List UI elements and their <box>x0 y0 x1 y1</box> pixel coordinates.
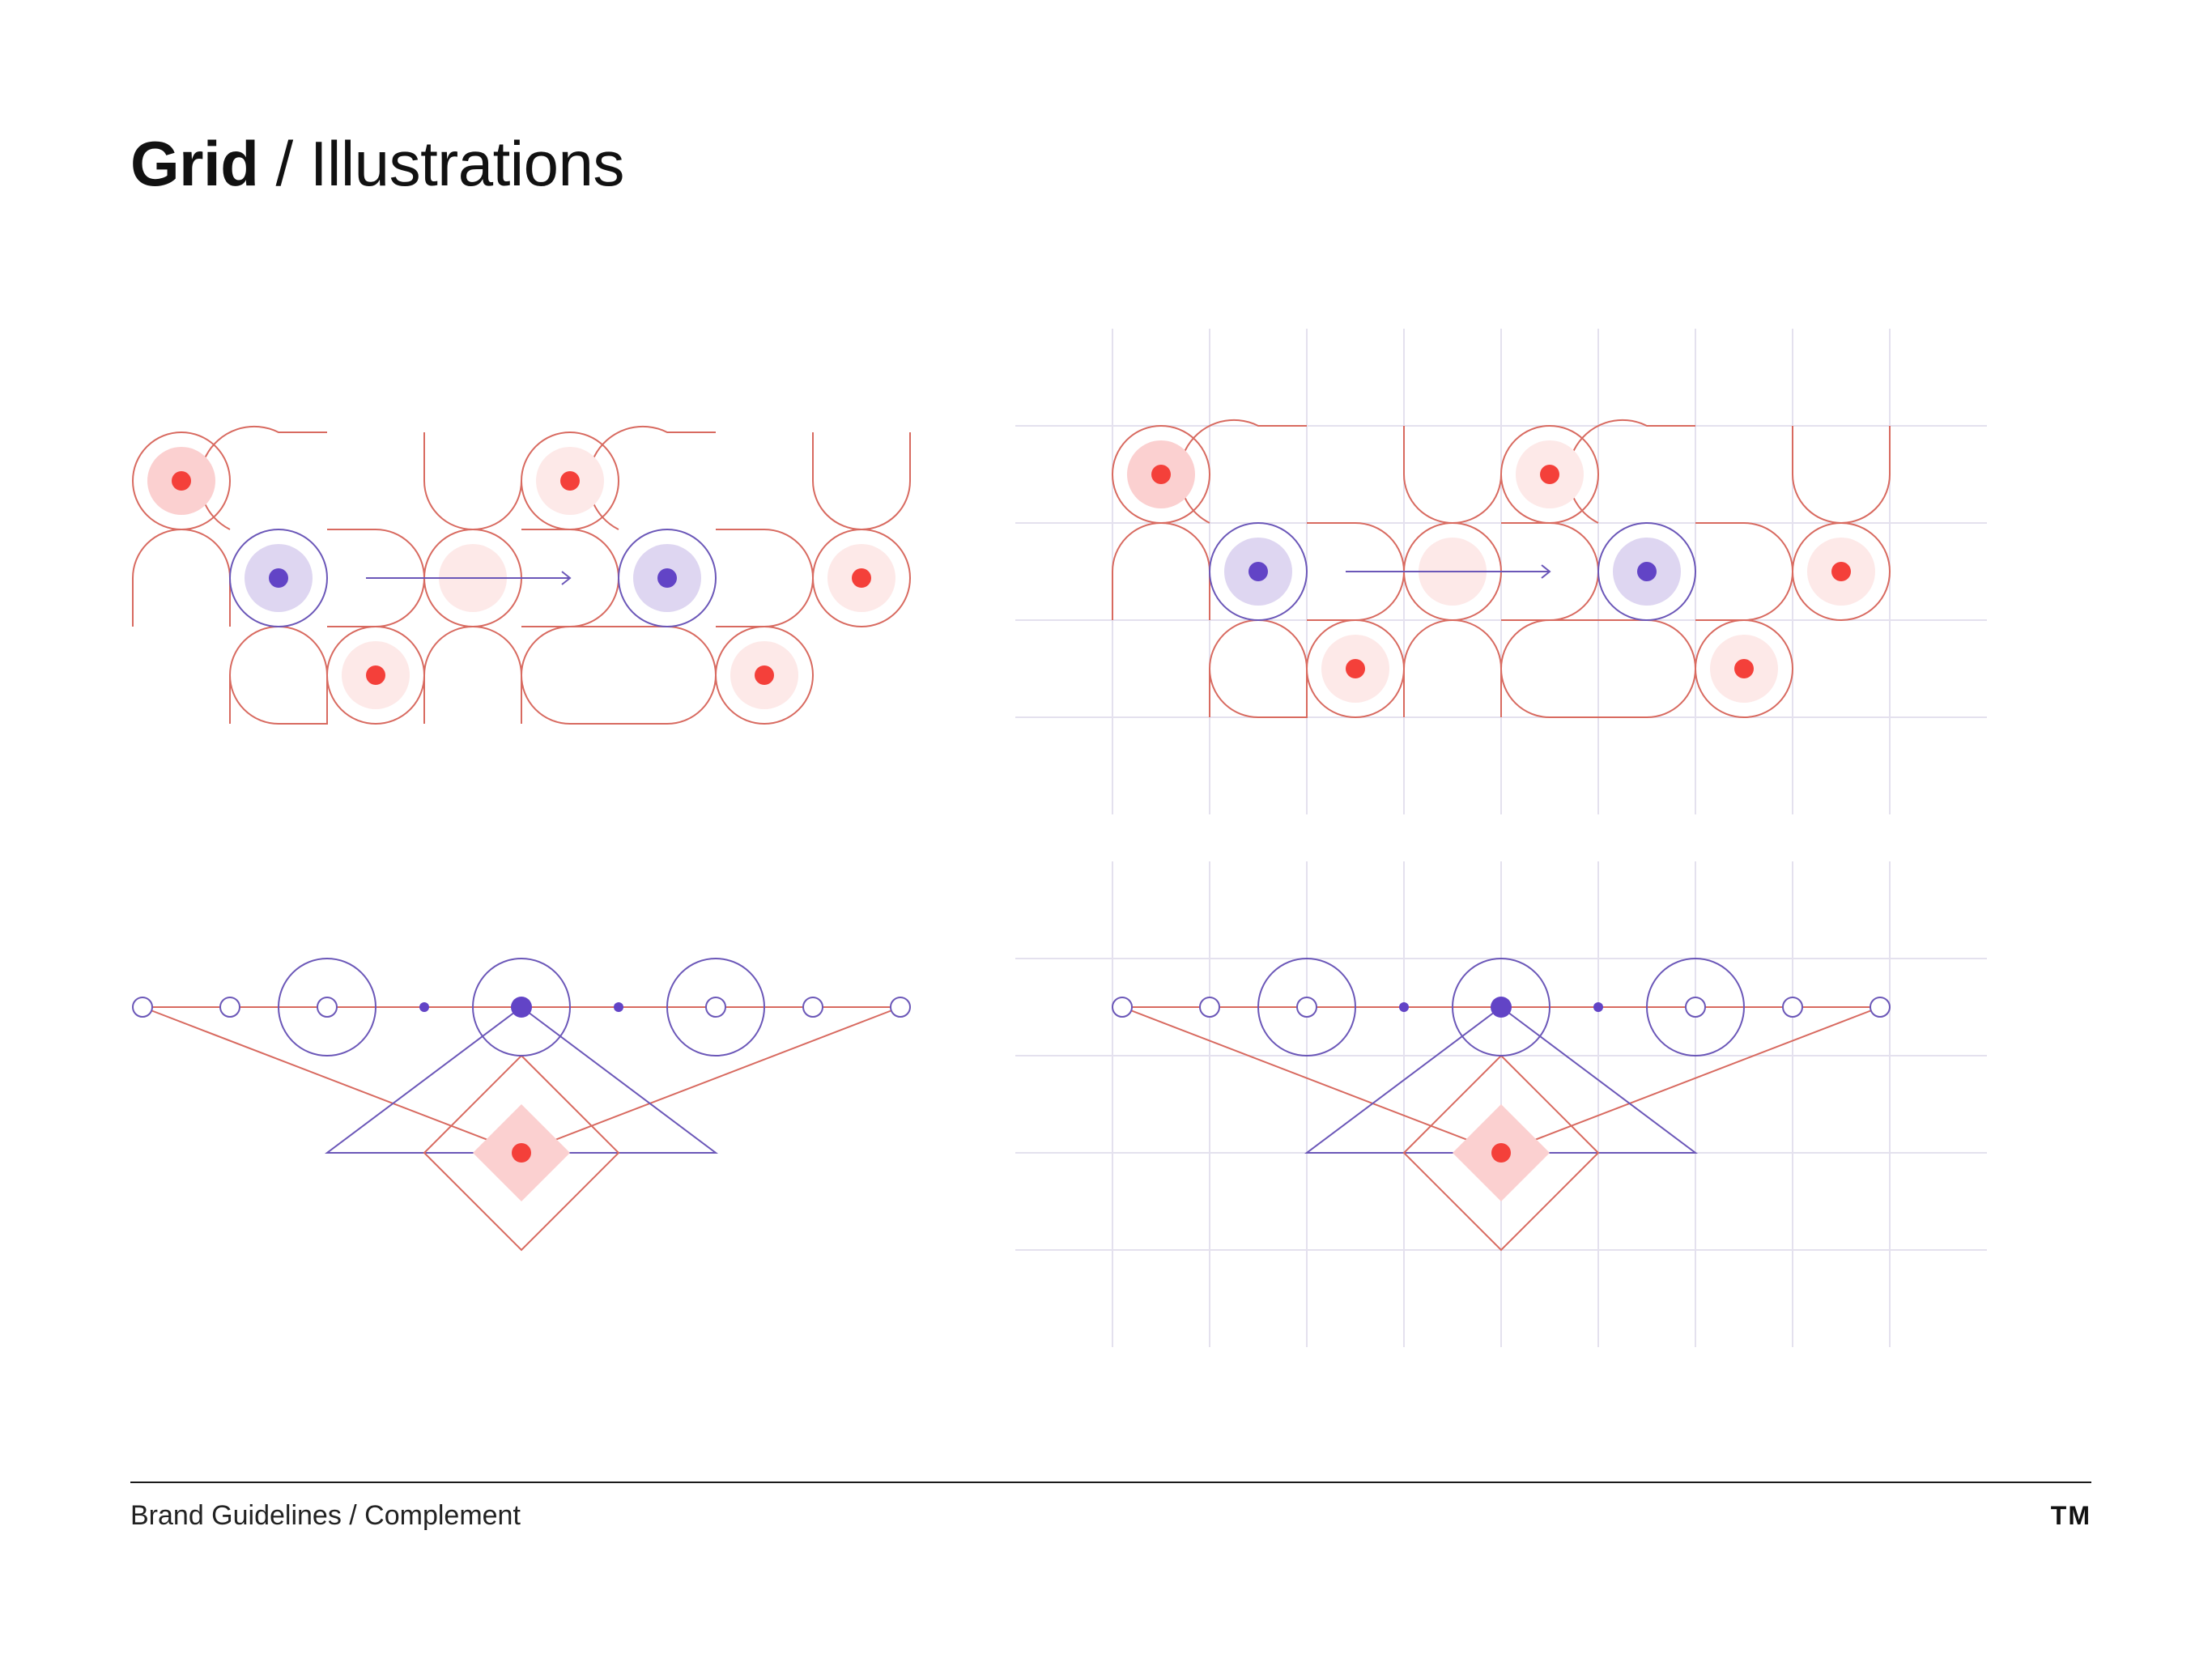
node-ring <box>618 529 717 627</box>
arrow-head <box>1541 564 1551 579</box>
constellation-illustration <box>132 958 911 1252</box>
node-dot <box>1637 562 1657 581</box>
node-ring <box>1792 522 1891 621</box>
small-node <box>1782 997 1803 1018</box>
node-ring <box>1500 425 1599 524</box>
small-node <box>705 997 726 1018</box>
node-dot <box>172 471 191 491</box>
node-ring <box>1695 619 1793 718</box>
node-dot <box>755 665 774 685</box>
large-ring <box>278 958 376 1056</box>
small-dot <box>1593 1002 1603 1012</box>
pattern-illustration-grid <box>1015 329 1987 814</box>
end-node <box>132 997 153 1018</box>
node-dot <box>1249 562 1268 581</box>
node-dot <box>1734 659 1754 678</box>
tile-outline <box>1500 619 1696 718</box>
tile-outline <box>132 529 231 627</box>
node-dot <box>1346 659 1365 678</box>
tile-outline <box>1567 419 1695 524</box>
tile-outline <box>1403 619 1502 717</box>
node-ring <box>1597 522 1696 621</box>
small-node <box>1296 997 1317 1018</box>
large-ring <box>472 958 571 1056</box>
tile-outline <box>587 425 716 530</box>
tile-outline <box>198 425 327 530</box>
center-dot <box>1491 1143 1511 1163</box>
large-ring <box>666 958 765 1056</box>
small-dot <box>614 1002 623 1012</box>
node-dot <box>1831 562 1851 581</box>
node-ring <box>1209 522 1308 621</box>
small-node <box>219 997 240 1018</box>
pattern-illustration <box>132 425 911 725</box>
title-rest: / Illustrations <box>275 128 625 199</box>
node-ring <box>715 626 814 725</box>
large-ring <box>1452 958 1551 1056</box>
tile-outline <box>1403 426 1502 524</box>
tile-outline <box>521 626 717 725</box>
tile-outline <box>1792 426 1891 524</box>
node-dot <box>1151 465 1171 484</box>
diamond-outline <box>1402 1054 1600 1252</box>
node-dot <box>560 471 580 491</box>
diamond-outline <box>423 1054 620 1252</box>
constellation-illustration-grid <box>1015 861 1987 1347</box>
node-dot <box>1540 465 1559 484</box>
brand-mark: TM <box>2050 1501 2091 1530</box>
node-dot <box>657 568 677 588</box>
node-ring <box>1306 619 1405 718</box>
hub-dot <box>1491 997 1512 1018</box>
end-node <box>890 997 911 1018</box>
large-ring <box>1257 958 1356 1056</box>
tile-outline <box>1209 619 1308 718</box>
tile-outline <box>1178 419 1307 524</box>
ray-right <box>1500 1006 1881 1154</box>
node-ring <box>812 529 911 627</box>
small-node <box>802 997 823 1018</box>
tile-outline <box>1112 522 1210 620</box>
node-ring <box>326 626 425 725</box>
small-node <box>1199 997 1220 1018</box>
tile-outline <box>423 626 522 724</box>
page-title: Grid / Illustrations <box>130 128 625 199</box>
node-ring <box>521 432 619 530</box>
ray-left <box>142 1006 522 1154</box>
arrow-head <box>561 571 572 585</box>
tile-outline <box>812 432 911 530</box>
tile-outline <box>229 625 328 725</box>
node-dot <box>852 568 871 588</box>
node-ring <box>132 432 231 530</box>
end-node <box>1870 997 1891 1018</box>
title-bold: Grid <box>130 128 259 199</box>
footer-caption: Brand Guidelines / Complement <box>130 1500 521 1531</box>
ray-right <box>521 1006 901 1154</box>
large-ring <box>1646 958 1745 1056</box>
tile-outline <box>423 432 522 530</box>
hub-dot <box>511 997 532 1018</box>
tile-outline <box>716 529 814 627</box>
small-dot <box>419 1002 429 1012</box>
small-dot <box>1399 1002 1409 1012</box>
node-dot <box>366 665 385 685</box>
footer-divider <box>130 1482 2091 1483</box>
ray-left <box>1121 1006 1502 1154</box>
node-ring <box>1112 425 1210 524</box>
small-node <box>1685 997 1706 1018</box>
center-dot <box>512 1143 531 1163</box>
end-node <box>1112 997 1133 1018</box>
node-dot <box>269 568 288 588</box>
small-node <box>317 997 338 1018</box>
node-ring <box>229 529 328 627</box>
tile-outline <box>1695 522 1793 621</box>
